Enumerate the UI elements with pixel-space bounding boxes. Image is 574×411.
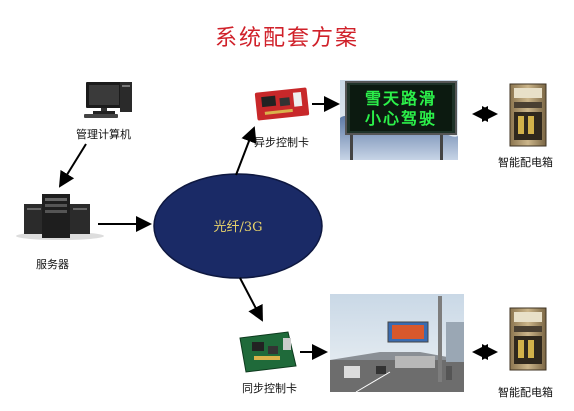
power-box-top-label: 智能配电箱 — [498, 156, 553, 169]
management-pc-label: 管理计算机 — [76, 128, 131, 141]
sync-control-card-icon — [239, 331, 297, 373]
power-box-top-icon — [509, 83, 547, 147]
power-box-bottom-icon — [509, 307, 547, 371]
async-control-card-icon — [254, 87, 310, 121]
computer-icon — [84, 82, 132, 118]
led-sign-line1: 雪天路滑 — [365, 89, 437, 108]
server-icon — [16, 194, 104, 240]
network-ellipse — [153, 173, 323, 279]
diagram-title: 系统配套方案 — [214, 26, 359, 51]
async-card-label: 异步控制卡 — [254, 136, 309, 149]
network-label: 光纤/3G — [213, 220, 262, 235]
power-box-bottom-label: 智能配电箱 — [498, 386, 553, 399]
sync-card-label: 同步控制卡 — [242, 382, 297, 395]
arrow-pc-to-server — [58, 143, 87, 188]
led-sign-line2: 小心驾驶 — [365, 109, 437, 128]
highway-photo — [330, 294, 464, 393]
arrow-network-to-async — [235, 126, 257, 176]
arrow-network-to-sync — [239, 277, 263, 322]
led-sign-photo — [340, 80, 458, 160]
server-label: 服务器 — [36, 258, 69, 271]
